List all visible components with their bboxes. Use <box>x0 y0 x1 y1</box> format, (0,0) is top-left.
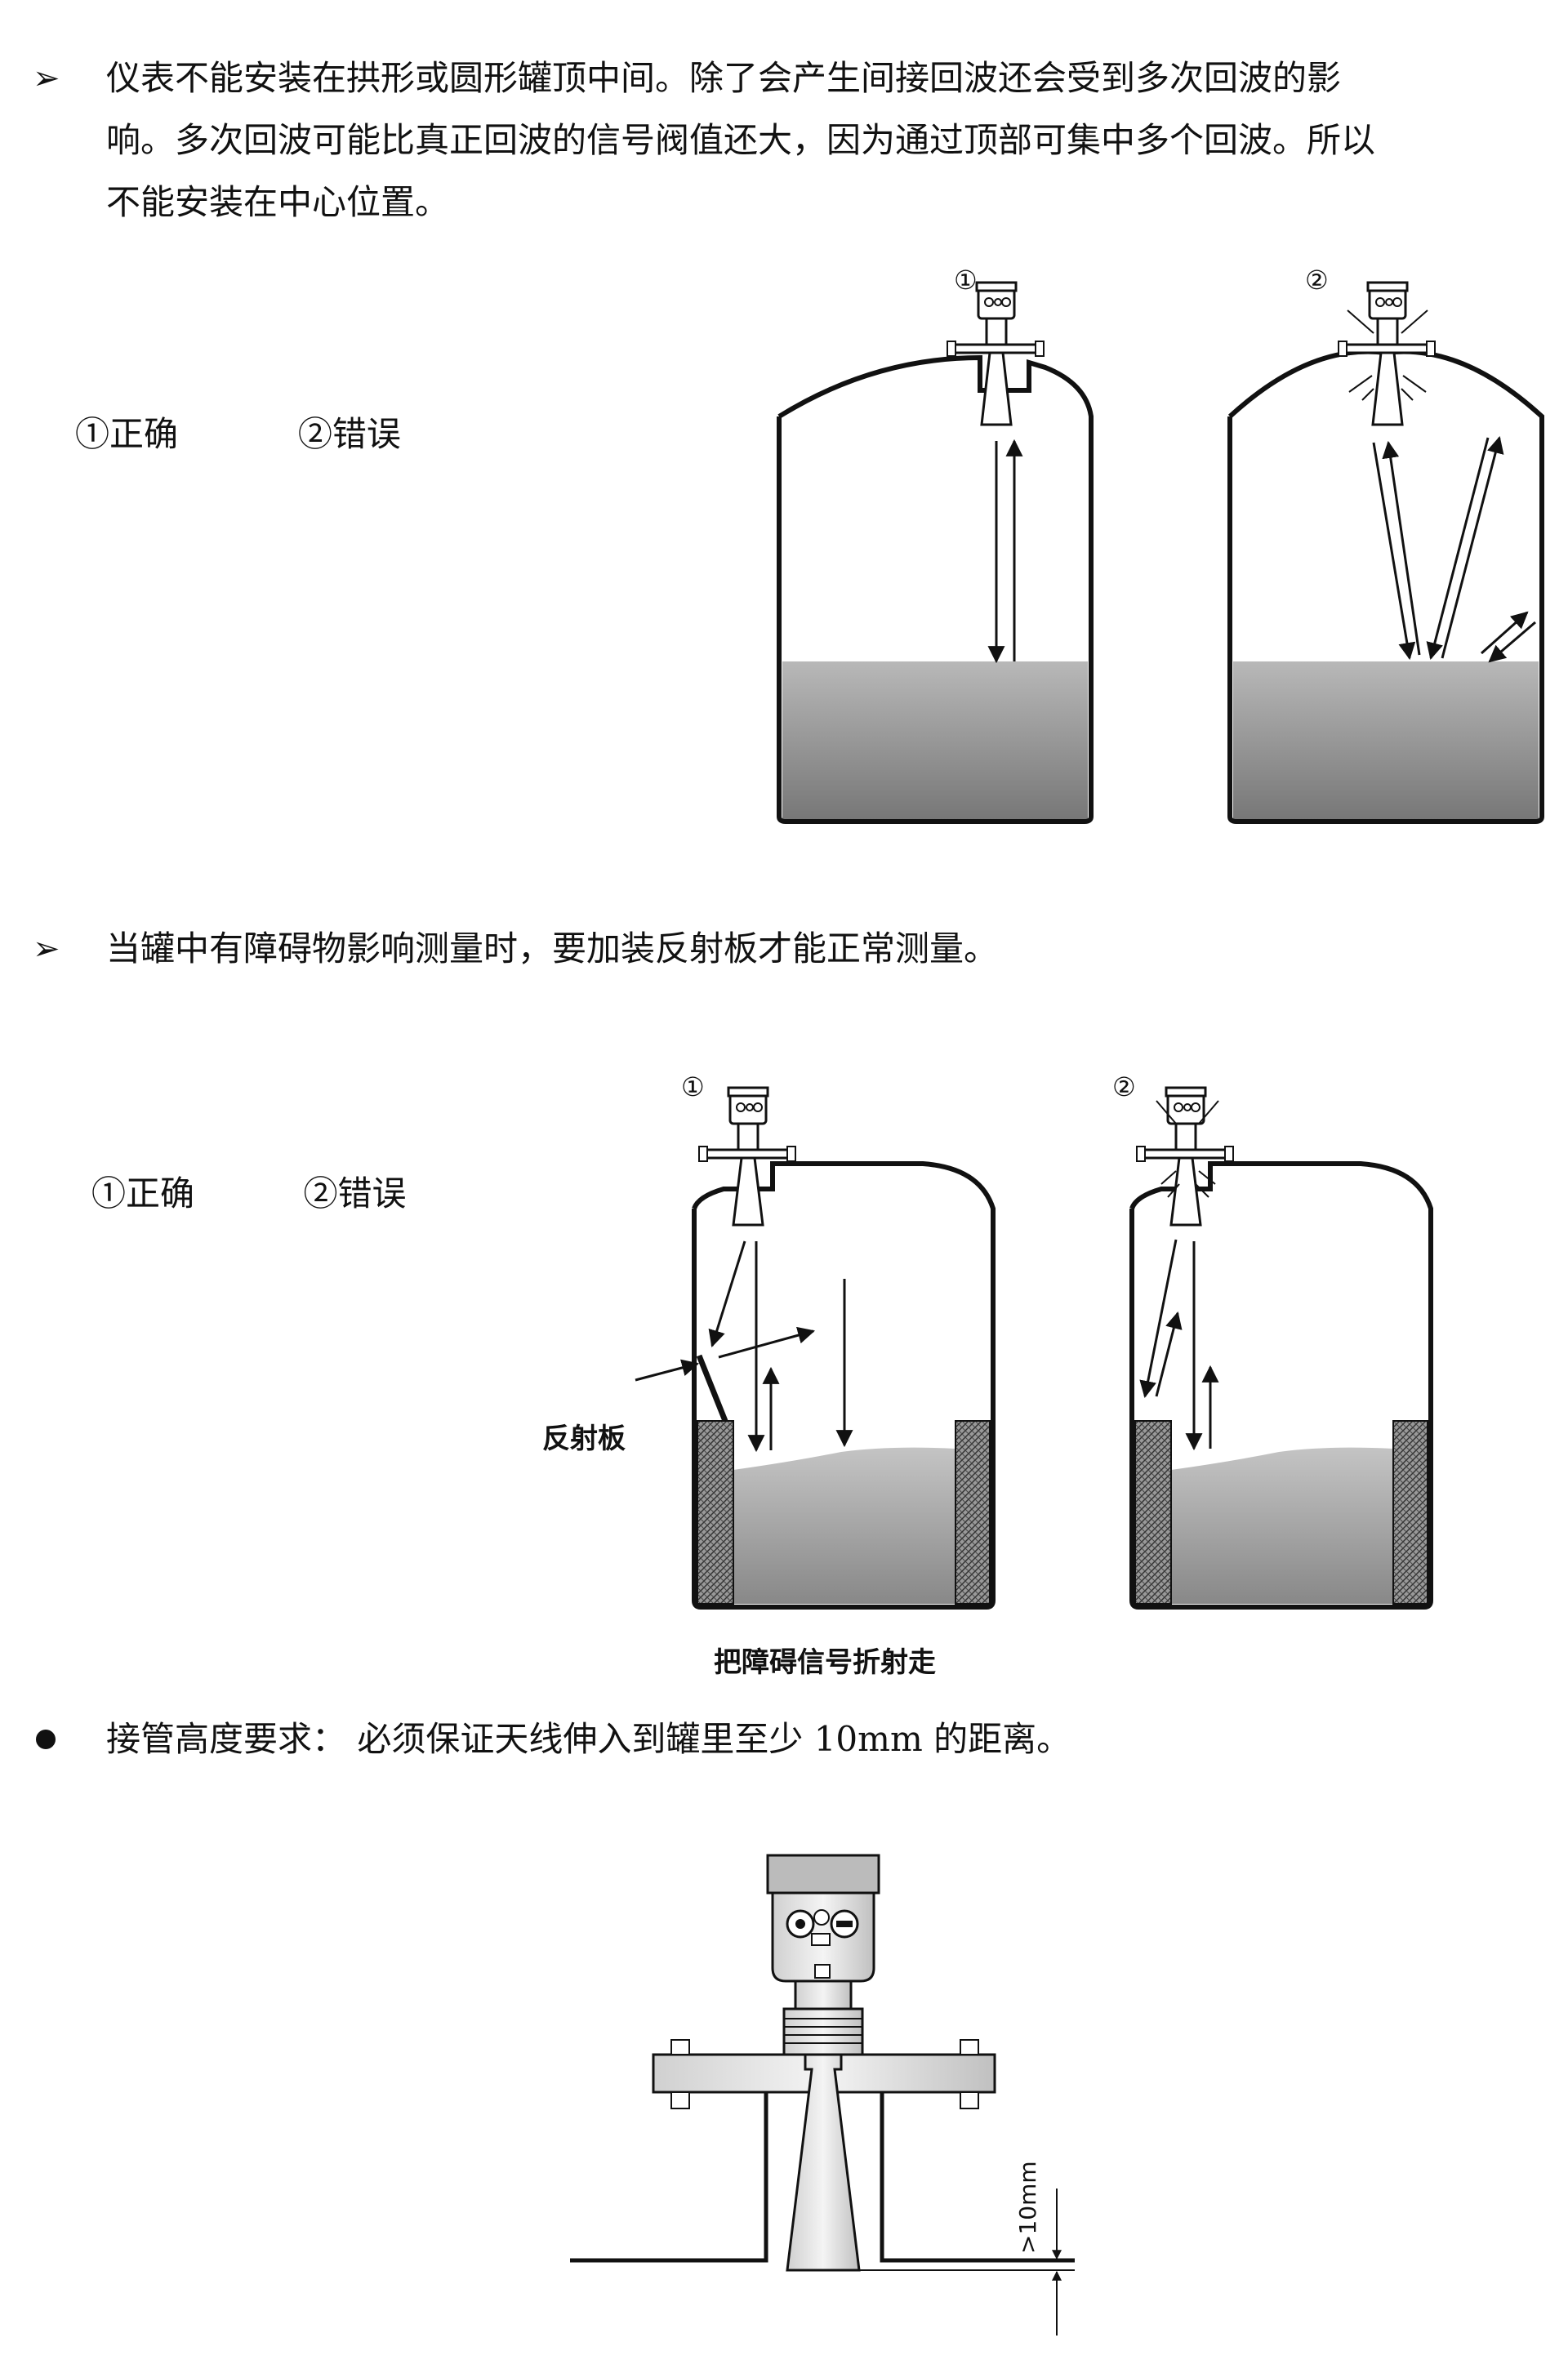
obstacle-left-a <box>697 1420 734 1605</box>
legend-2: ①正确 ②错误 <box>91 1173 407 1213</box>
radar-instrument-4 <box>1136 1086 1234 1227</box>
figure-2-marker-2: ② <box>1112 1071 1136 1102</box>
reflector-label: 反射板 <box>542 1423 626 1455</box>
figure-nozzle-height: >10mm <box>570 1854 1075 2336</box>
obstacle-right-b <box>1392 1420 1428 1605</box>
radar-instrument-3 <box>698 1086 796 1227</box>
tank-1-liquid <box>782 661 1088 820</box>
paragraph-1: 仪表不能安装在拱形或圆形罐顶中间。除了会产生间接回波还会受到多次回波的影 响。多… <box>106 47 1544 234</box>
paragraph-2: 当罐中有障碍物影响测量时，要加装反射板才能正常测量。 <box>106 928 999 968</box>
tank-correct: ① <box>777 265 1094 824</box>
figure-obstacle-tanks: ① <box>635 1071 1433 1610</box>
paragraph-1-line-3: 不能安装在中心位置。 <box>106 182 450 222</box>
figure-2-caption: 把障碍信号折射走 <box>714 1646 936 1679</box>
obstacle-left-b <box>1134 1420 1172 1605</box>
tank-2-liquid <box>1233 661 1539 820</box>
radar-instrument-1 <box>947 281 1045 426</box>
tank-with-reflector: ① <box>635 1071 996 1610</box>
figure-1-marker-2: ② <box>1305 265 1329 296</box>
figure-1-marker-1: ① <box>954 265 978 296</box>
paragraph-1-line-2: 响。多次回波可能比真正回波的信号阀值还大，因为通过顶部可集中多个回波。所以 <box>106 120 1376 160</box>
tank-without-reflector: ② <box>1112 1071 1433 1610</box>
bullet-arrow-2: ➢ <box>33 930 60 968</box>
dimension-label: >10mm <box>1014 2161 1041 2254</box>
figure-2-marker-1: ① <box>681 1071 705 1102</box>
bullet-dot-3 <box>36 1730 56 1749</box>
tank-wrong: ② <box>1227 265 1544 824</box>
paragraph-1-line-1: 仪表不能安装在拱形或圆形罐顶中间。除了会产生间接回波还会受到多次回波的影 <box>106 58 1342 98</box>
reflector-plate <box>696 1354 728 1423</box>
radar-instrument-detail <box>766 1854 880 2056</box>
bullet-arrow-1: ➢ <box>33 60 60 97</box>
figure-dome-tanks: ① <box>777 265 1544 824</box>
legend-1: ①正确 ②错误 <box>75 414 401 454</box>
radar-instrument-2 <box>1338 281 1436 426</box>
obstacle-right-a <box>955 1420 991 1605</box>
nozzle-pipe <box>570 2092 1075 2263</box>
dimension-marker <box>859 2189 1075 2336</box>
paragraph-3: 接管高度要求： 必须保证天线伸入到罐里至少 10mm 的距离。 <box>106 1719 1071 1759</box>
